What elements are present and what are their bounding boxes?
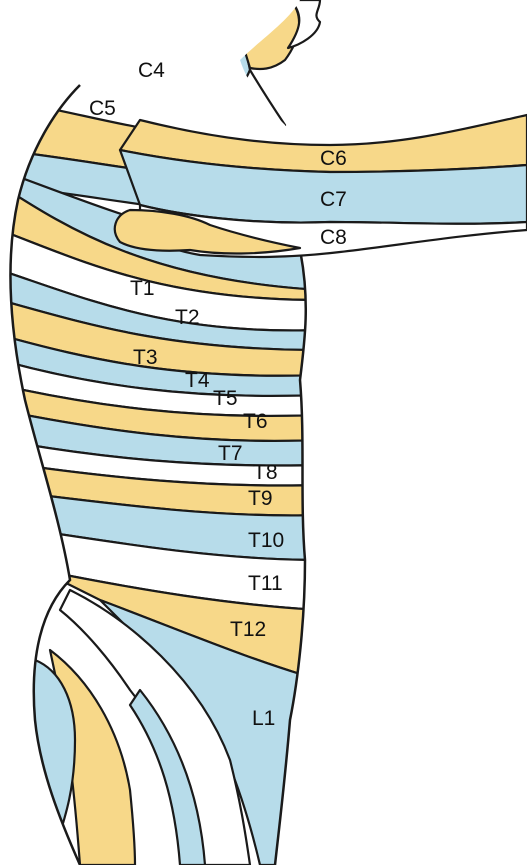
label-t11: T11: [248, 572, 283, 595]
label-t2: T2: [175, 306, 200, 329]
label-c7: C7: [320, 188, 347, 211]
label-c6: C6: [320, 147, 347, 170]
label-t9: T9: [248, 487, 273, 510]
label-t7: T7: [218, 442, 243, 465]
label-t6: T6: [243, 410, 268, 433]
label-c5: C5: [89, 97, 116, 120]
label-t10: T10: [248, 529, 284, 552]
label-l1: L1: [252, 707, 275, 730]
label-c8: C8: [320, 226, 347, 249]
label-t8: T8: [253, 461, 278, 484]
label-c4: C4: [138, 59, 165, 82]
label-t3: T3: [133, 346, 158, 369]
label-t5: T5: [213, 387, 238, 410]
band-buttock-blue: [0, 660, 75, 865]
label-t1: T1: [130, 277, 155, 300]
label-t12: T12: [230, 618, 266, 641]
label-t4: T4: [185, 369, 210, 392]
